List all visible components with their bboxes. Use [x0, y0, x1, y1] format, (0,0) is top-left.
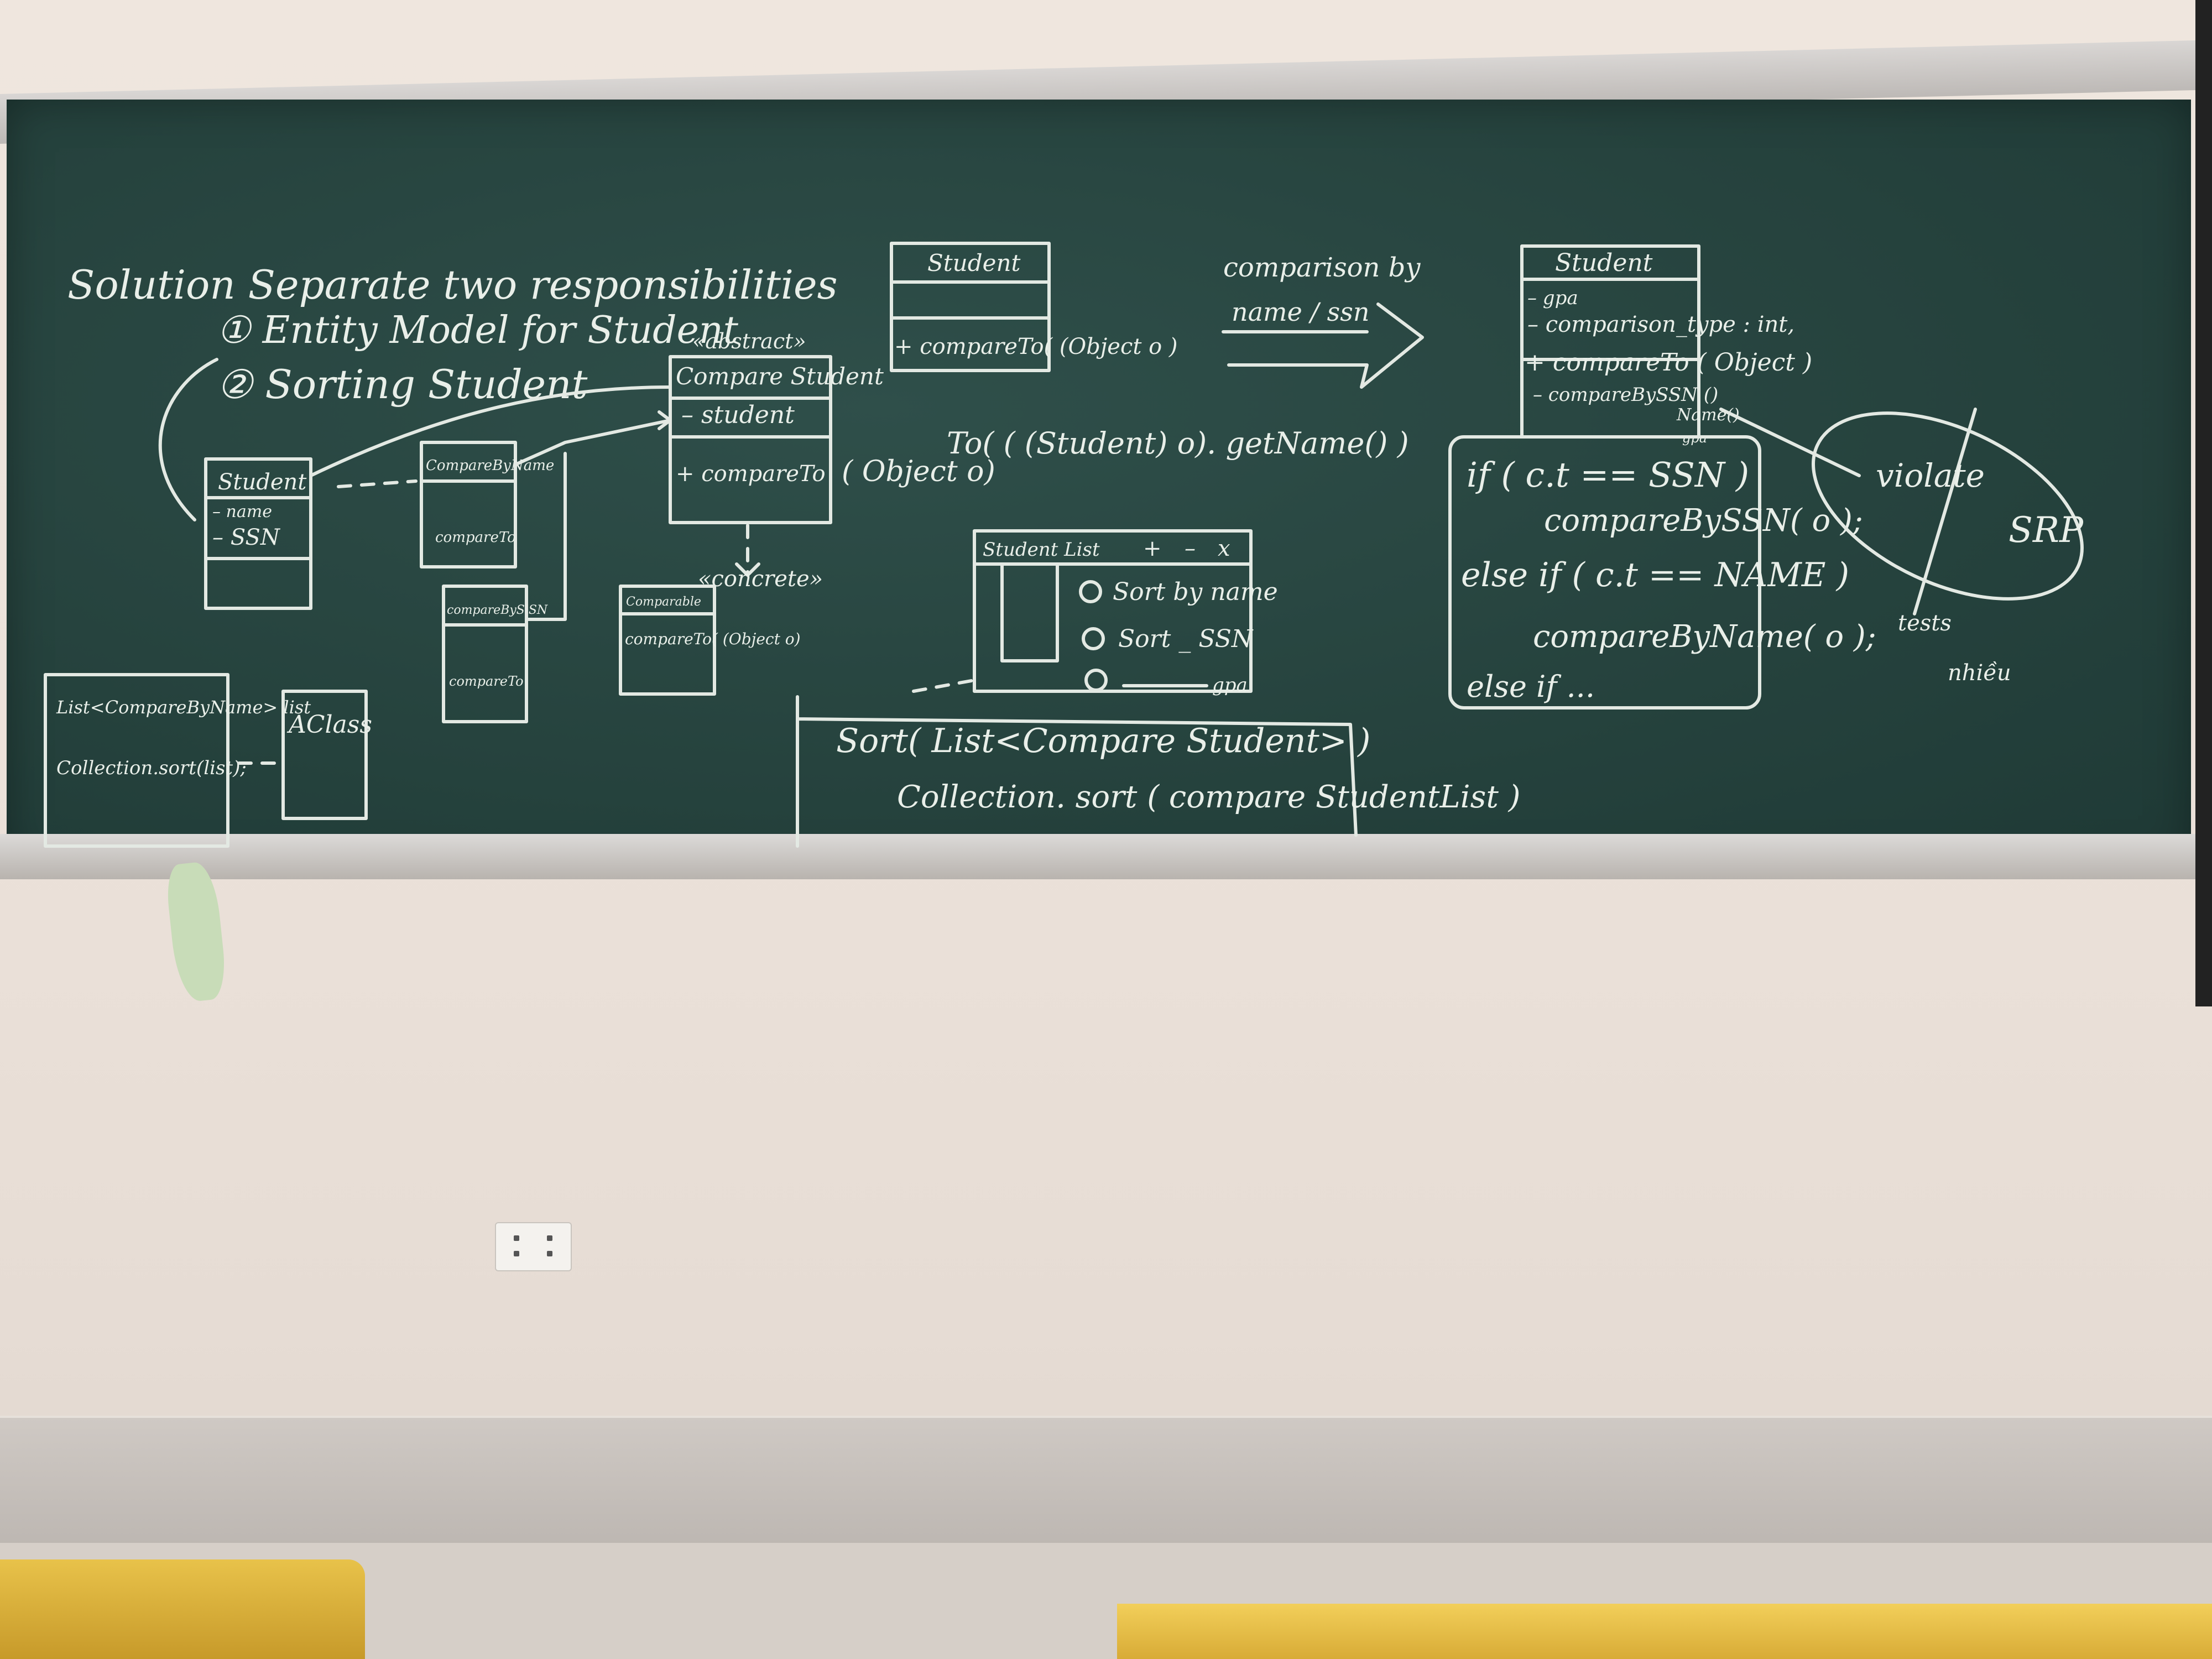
projector-screen-edge	[2195, 0, 2212, 1006]
window-option-gpa: gpa	[1212, 674, 1248, 696]
wall-dado-band	[0, 1416, 2212, 1545]
sort-body: Collection. sort ( compare StudentList )	[897, 779, 1520, 815]
violate-text: violate	[1876, 457, 1985, 494]
compare-student-title: Compare Student	[676, 363, 884, 390]
chalk-writing: Solution Separate two responsibilities ①…	[44, 242, 2084, 848]
srp-text: SRP	[2008, 510, 2084, 551]
desk-left	[0, 1559, 365, 1659]
student-right-method1: + compareTo ( Object )	[1525, 348, 1812, 377]
list-line2: Collection.sort(list);	[56, 757, 247, 779]
list-line1: List<CompareByName> list	[56, 697, 311, 718]
student-top-method: + compareTo( (Object o )	[894, 334, 1178, 359]
abstract-stereotype: «abstract»	[692, 329, 806, 353]
student-right-method2: – compareBySSN ()	[1533, 384, 1718, 406]
desk-right	[1117, 1604, 2212, 1659]
compare-call-body: To( ( (Student) o). getName() )	[947, 426, 1409, 461]
code-line4: compareByName( o );	[1533, 619, 1876, 655]
student-box-field-name: – name	[212, 502, 272, 521]
code-line2: compareBySSN( o );	[1544, 503, 1863, 539]
comparable-method: compareTo( (Object o)	[625, 630, 801, 648]
comparison-options: name / ssn	[1232, 297, 1369, 327]
window-plus: +	[1143, 536, 1162, 561]
item-entity-model: ① Entity Model for Student	[217, 309, 739, 352]
code-line1: if ( c.t == SSN )	[1467, 455, 1749, 495]
code-line5: else if ...	[1467, 669, 1595, 704]
comparebyssn-method: compareTo	[449, 674, 524, 689]
aclass-title: AClass	[286, 711, 372, 739]
window-option-ssn: Sort _ SSN	[1118, 625, 1254, 653]
chalk-tray	[0, 834, 2195, 879]
window-close: x	[1218, 536, 1230, 561]
student-box-title: Student	[218, 469, 307, 495]
comparebyname-title: CompareByName	[426, 457, 554, 474]
note-nhieu: nhiều	[1948, 660, 2011, 686]
sort-call: Sort( List<Compare Student> )	[836, 722, 1370, 760]
power-outlet	[495, 1222, 572, 1271]
compare-call-args: ( Object o)	[842, 455, 995, 488]
student-right-method3: Name()	[1676, 405, 1740, 425]
window-option-name: Sort by name	[1113, 578, 1278, 606]
window-title: Student List	[983, 539, 1100, 561]
code-line3: else if ( c.t == NAME )	[1461, 556, 1849, 594]
window-minus: –	[1185, 536, 1196, 561]
student-top-title: Student	[927, 249, 1020, 276]
student-right-title: Student	[1555, 249, 1653, 277]
student-right-field1: – gpa	[1527, 287, 1578, 309]
comparebyssn-title: compareByS SN	[447, 603, 548, 617]
student-box-field-ssn: – SSN	[212, 525, 281, 550]
comparison-note: comparison by	[1223, 252, 1421, 283]
note-tests: tests	[1898, 611, 1952, 636]
concrete-stereotype: «concrete»	[698, 566, 823, 592]
heading-text: Solution Separate two responsibilities	[67, 262, 838, 308]
compare-student-method: + compareTo	[676, 461, 826, 487]
comparebyname-method: compareTo	[435, 529, 516, 546]
student-right-field2: – comparison_type : int,	[1527, 312, 1794, 337]
comparable-title: Comparable	[626, 595, 701, 609]
compare-student-field: – student	[681, 401, 795, 429]
